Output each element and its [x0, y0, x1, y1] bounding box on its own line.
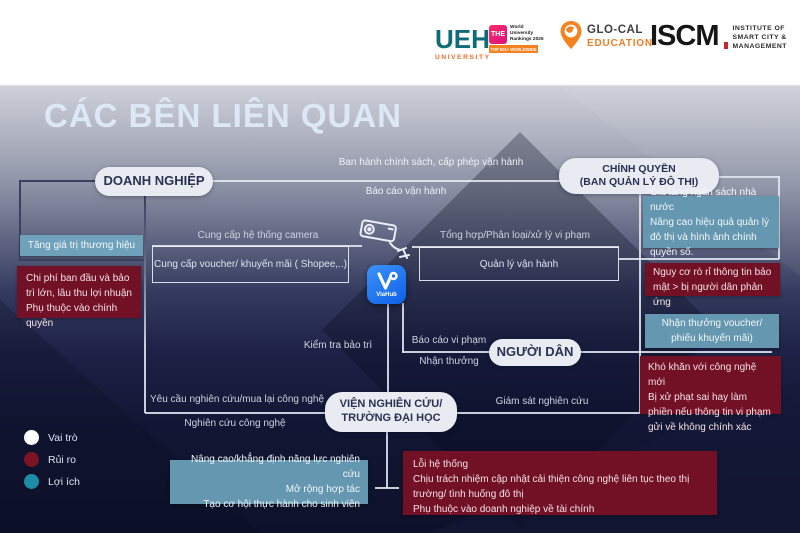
edge-label-camera: Cung cấp hệ thống camera — [197, 230, 319, 241]
page-title: CÁC BÊN LIÊN QUAN — [44, 97, 403, 134]
logo-the: THE World University Rankings 2025 TOP 5… — [489, 25, 544, 53]
logo-the-lines: World University Rankings 2025 — [510, 25, 544, 42]
legend-dot-vai-tro — [24, 430, 39, 445]
edge-label-kiemtra: Kiểm tra bảo trì — [303, 340, 373, 351]
logo-iscm: ISCM INSTITUTE OF SMART CITY & MANAGEMEN… — [650, 22, 787, 52]
benefit-chinh-quyen: Gia tăng ngân sách nhà nước Nâng cao hiệ… — [643, 187, 779, 258]
line-bracket-top — [718, 176, 779, 178]
line-camera-supply — [152, 245, 362, 247]
edge-box-voucher: Cung cấp voucher/ khuyến mãi ( Shopee,..… — [152, 246, 349, 283]
edge-label-quanly: Quản lý vận hành — [479, 258, 559, 270]
edge-label-giamsat: Giám sát nghiên cứu — [495, 396, 589, 407]
viahub-app-icon: ViaHub — [367, 265, 406, 304]
edge-label-banhanh: Ban hành chính sách, cấp phép vận hành — [338, 157, 524, 168]
legend: Vai trò Rủi ro Lợi ích — [24, 430, 80, 489]
line-doanhnghiep-left-drop — [19, 180, 21, 260]
logo-the-banner: TOP 501+ WORLDWIDE — [489, 45, 538, 53]
logo-glocal-name: GLO-CAL — [587, 24, 643, 36]
legend-dot-rui-ro — [24, 452, 39, 467]
legend-dot-loi-ich — [24, 474, 39, 489]
edge-label-yeucau: Yêu cầu nghiên cứu/mua lại công nghệ — [149, 394, 325, 405]
logo-iscm-accent — [723, 41, 728, 49]
logo-the-badge: THE — [489, 25, 507, 44]
legend-label-loi-ich: Lợi ích — [48, 475, 80, 488]
line-viahub-vien — [387, 303, 389, 393]
line-doanhnghiep-left-arm — [19, 180, 97, 182]
risk-chinh-quyen: Nguy cơ rò rỉ thông tin bảo mật > bị ngư… — [645, 263, 780, 308]
cctv-camera-icon — [359, 219, 410, 259]
edge-label-nhanthuong: Nhận thưởng — [419, 356, 479, 367]
logo-ueh-name: UEH — [435, 24, 490, 54]
line-doanhnghiep-chinhquyen — [213, 180, 560, 182]
line-doanhnghiep-down — [144, 196, 146, 413]
risk-nguoi-dan: Khó khăn với công nghệ mới Bị xử phạt sa… — [640, 356, 781, 433]
node-chinh-quyen: CHÍNH QUYỀN (BAN QUẢN LÝ ĐÔ THỊ) — [559, 158, 719, 194]
line-vien-down — [386, 432, 388, 488]
logo-glocal-sub: EDUCATION — [587, 38, 653, 49]
line-nguoidan-right — [581, 351, 772, 353]
benefit-vien: Nâng cao/khẳng định năng lực nghiên cứu … — [170, 454, 368, 510]
edge-label-baocaovipham: Báo cáo vi phạm — [411, 335, 487, 346]
line-chinhquyen-down — [639, 193, 641, 413]
edge-label-tonghop: Tổng hợp/Phân loại/xử lý vi phạm — [440, 230, 590, 241]
node-nguoi-dan: NGƯỜI DÂN — [489, 339, 581, 366]
benefit-nguoi-dan: Nhận thưởng voucher/ phiếu khuyến mãi) — [645, 314, 779, 348]
viahub-logo-glyph — [376, 271, 398, 290]
logo-iscm-sub: INSTITUTE OF SMART CITY & MANAGEMENT — [732, 25, 787, 51]
logo-iscm-name: ISCM — [650, 20, 719, 52]
node-vien-nghien-cuu: VIỆN NGHIÊN CỨU/ TRƯỜNG ĐẠI HỌC — [325, 392, 457, 432]
edge-label-baocaovanhanh: Báo cáo vận hành — [365, 186, 447, 197]
line-giamsat — [457, 412, 640, 414]
legend-item-rui-ro: Rủi ro — [24, 452, 80, 467]
logo-ueh: UEH UNIVERSITY — [435, 26, 491, 61]
line-bracket-bottom — [640, 258, 779, 260]
risk-vien: Lỗi hệ thống Chịu trách nhiệm cập nhật c… — [403, 451, 717, 515]
line-doanhnghiep-left-foot — [19, 259, 146, 261]
legend-label-rui-ro: Rủi ro — [48, 453, 77, 466]
line-vien-cap — [375, 487, 399, 489]
line-viahub-nguoidan — [402, 303, 404, 353]
line-tonghop — [412, 246, 619, 248]
line-yeucau — [145, 412, 326, 414]
logo-ueh-sub: UNIVERSITY — [435, 54, 491, 61]
logo-glocal: GLO-CAL EDUCATION — [558, 20, 653, 50]
line-nguoidan-left — [402, 351, 490, 353]
benefit-doanh-nghiep: Tăng giá trị thương hiệu — [20, 235, 143, 256]
viahub-app-label: ViaHub — [376, 292, 397, 298]
node-doanh-nghiep: DOANH NGHIỆP — [95, 167, 213, 196]
risk-doanh-nghiep: Chi phí ban đầu và bảo trì lớn, lâu thu … — [17, 266, 141, 329]
edge-label-nghiencuu: Nghiên cứu công nghệ — [184, 418, 286, 429]
edge-label-voucher: Cung cấp voucher/ khuyến mãi ( Shopee,..… — [154, 259, 347, 270]
legend-item-vai-tro: Vai trò — [24, 430, 80, 445]
legend-label-vai-tro: Vai trò — [48, 431, 78, 444]
legend-item-loi-ich: Lợi ích — [24, 474, 80, 489]
edge-box-quanly: Quản lý vận hành — [419, 247, 619, 281]
glocal-pin-icon — [560, 21, 582, 49]
line-quanly-connector — [619, 258, 640, 260]
